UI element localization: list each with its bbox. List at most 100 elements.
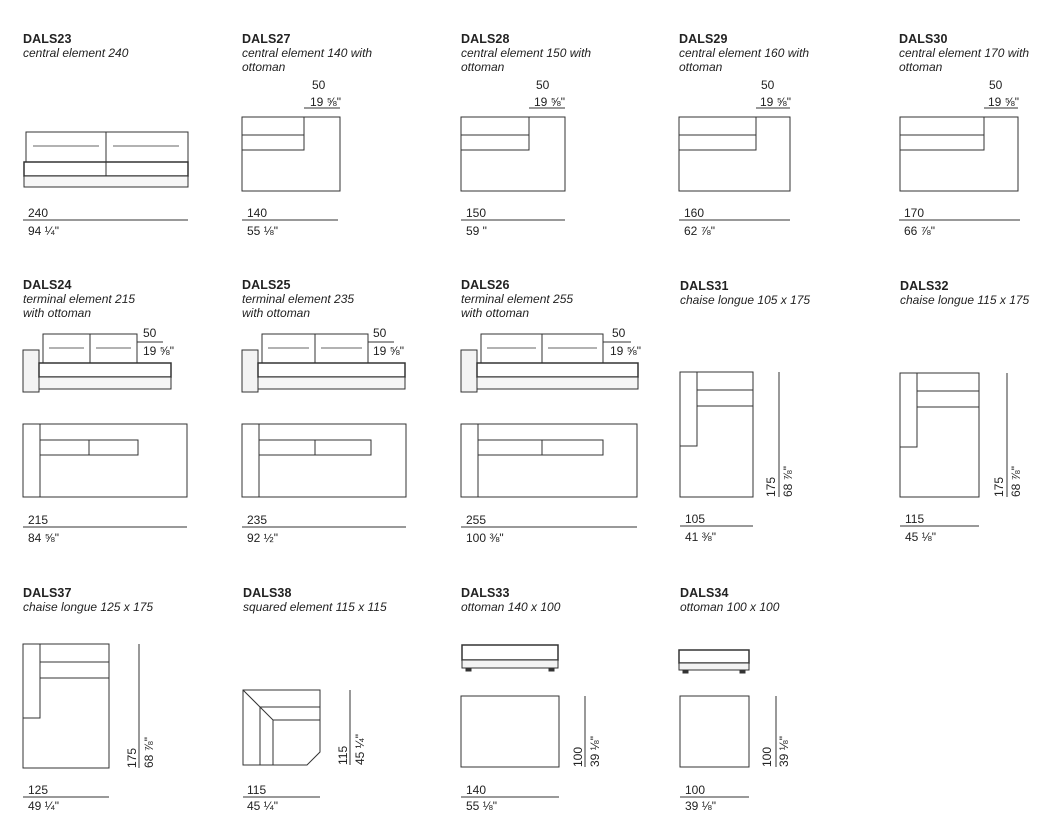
width-in: 62 ⅞" xyxy=(684,224,715,238)
width-cm: 105 xyxy=(685,512,706,526)
width-cm: 150 xyxy=(466,206,487,220)
module-description: central element 240 xyxy=(23,46,129,60)
module-code: DALS30 xyxy=(899,32,948,46)
module-description: chaise longue 125 x 175 xyxy=(23,600,154,614)
sofa-drawing xyxy=(899,372,1008,527)
module-code: DALS33 xyxy=(461,586,510,600)
module-description: terminal element 235 with ottoman xyxy=(242,292,355,320)
ottoman-in: 19 ⅝" xyxy=(310,95,341,109)
sofa-drawing xyxy=(22,333,188,528)
depth-cm: 175 xyxy=(125,747,139,768)
module-dals31: DALS31 chaise longue 105 x 175 175 68 ⅞"… xyxy=(679,279,895,569)
module-code: DALS29 xyxy=(679,32,728,46)
ottoman-in: 19 ⅝" xyxy=(143,344,174,358)
width-in: 84 ⅝" xyxy=(28,531,59,545)
ottoman-cm: 50 xyxy=(312,78,326,92)
width-cm: 160 xyxy=(684,206,705,220)
ottoman-in: 19 ⅝" xyxy=(373,344,404,358)
width-cm: 170 xyxy=(904,206,925,220)
sofa-drawing xyxy=(460,107,566,221)
module-dals27: DALS27 central element 140 with ottoman … xyxy=(241,32,457,322)
width-in: 45 ¼" xyxy=(247,799,278,813)
sofa-drawing xyxy=(241,107,341,221)
ottoman-cm: 50 xyxy=(373,326,387,340)
width-in: 92 ½" xyxy=(247,531,278,545)
module-code: DALS26 xyxy=(461,278,510,292)
width-in: 49 ¼" xyxy=(28,799,59,813)
module-description: ottoman 140 x 100 xyxy=(461,600,561,614)
width-in: 100 ⅜" xyxy=(466,531,504,545)
module-code: DALS31 xyxy=(680,279,729,293)
sofa-drawing xyxy=(241,333,407,528)
ottoman-cm: 50 xyxy=(989,78,1003,92)
module-description: terminal element 215 with ottoman xyxy=(23,292,136,320)
ottoman-in: 19 ⅝" xyxy=(760,95,791,109)
module-description: central element 170 with ottoman xyxy=(899,46,1030,74)
module-description: central element 150 with ottoman xyxy=(461,46,592,74)
ottoman-in: 19 ⅝" xyxy=(534,95,565,109)
module-code: DALS24 xyxy=(23,278,72,292)
sofa-drawing xyxy=(22,643,140,798)
depth-in: 68 ⅞" xyxy=(142,737,156,768)
ottoman-in: 19 ⅝" xyxy=(610,344,641,358)
width-in: 55 ⅛" xyxy=(247,224,278,238)
module-dals25: DALS25 terminal element 235 with ottoman… xyxy=(241,278,457,568)
module-dals29: DALS29 central element 160 with ottoman … xyxy=(678,32,894,322)
depth-in: 45 ¼" xyxy=(353,734,367,765)
width-cm: 240 xyxy=(28,206,49,220)
module-code: DALS23 xyxy=(23,32,72,46)
depth-in: 68 ⅞" xyxy=(781,466,795,497)
module-dals23: DALS23 central element 240 240 94 ¼" xyxy=(23,32,238,322)
module-code: DALS37 xyxy=(23,586,72,600)
module-dals30: DALS30 central element 170 with ottoman … xyxy=(899,32,1046,322)
module-dals38: DALS38 squared element 115 x 115 115 45 … xyxy=(242,586,458,829)
sofa-drawing xyxy=(678,649,777,798)
width-in: 55 ⅛" xyxy=(466,799,497,813)
module-code: DALS34 xyxy=(680,586,729,600)
depth-in: 39 ⅛" xyxy=(777,736,791,767)
module-dals28: DALS28 central element 150 with ottoman … xyxy=(460,32,676,322)
module-code: DALS32 xyxy=(900,279,949,293)
module-dals24: DALS24 terminal element 215 with ottoman… xyxy=(22,278,238,568)
module-description: squared element 115 x 115 xyxy=(243,600,387,614)
depth-cm: 115 xyxy=(336,745,350,765)
width-cm: 100 xyxy=(685,783,706,797)
width-cm: 235 xyxy=(247,513,268,527)
depth-cm: 175 xyxy=(992,476,1006,497)
width-in: 39 ⅛" xyxy=(685,799,716,813)
width-cm: 115 xyxy=(905,512,925,526)
sofa-drawing xyxy=(679,371,780,527)
module-dals33: DALS33 ottoman 140 x 100 100 39 ⅛" 140 5… xyxy=(460,586,676,829)
width-cm: 140 xyxy=(247,206,268,220)
width-in: 45 ⅛" xyxy=(905,530,936,544)
module-description: central element 140 with ottoman xyxy=(242,46,373,74)
ottoman-cm: 50 xyxy=(761,78,775,92)
module-description: ottoman 100 x 100 xyxy=(680,600,780,614)
width-cm: 115 xyxy=(247,783,267,797)
module-description: central element 160 with ottoman xyxy=(679,46,810,74)
sofa-drawing xyxy=(23,131,189,221)
depth-cm: 100 xyxy=(760,746,774,767)
depth-in: 39 ⅛" xyxy=(588,736,602,767)
module-dals34: DALS34 ottoman 100 x 100 100 39 ⅛" 100 3… xyxy=(678,586,895,829)
ottoman-cm: 50 xyxy=(143,326,157,340)
depth-cm: 100 xyxy=(571,746,585,767)
width-in: 94 ¼" xyxy=(28,224,59,238)
module-dals32: DALS32 chaise longue 115 x 175 175 68 ⅞"… xyxy=(899,279,1046,569)
depth-cm: 175 xyxy=(764,476,778,497)
width-cm: 215 xyxy=(28,513,49,527)
ottoman-in: 19 ⅝" xyxy=(988,95,1019,109)
width-in: 41 ⅜" xyxy=(685,530,716,544)
ottoman-cm: 50 xyxy=(536,78,550,92)
sofa-drawing xyxy=(460,644,586,798)
module-code: DALS27 xyxy=(242,32,291,46)
module-dals37: DALS37 chaise longue 125 x 175 175 68 ⅞"… xyxy=(22,586,238,829)
width-cm: 125 xyxy=(28,783,49,797)
module-description: terminal element 255 with ottoman xyxy=(461,292,574,320)
module-description: chaise longue 115 x 175 xyxy=(900,293,1030,307)
width-cm: 140 xyxy=(466,783,487,797)
module-description: chaise longue 105 x 175 xyxy=(680,293,811,307)
sofa-drawing xyxy=(242,689,351,798)
depth-in: 68 ⅞" xyxy=(1009,466,1023,497)
width-in: 59 " xyxy=(466,224,487,238)
